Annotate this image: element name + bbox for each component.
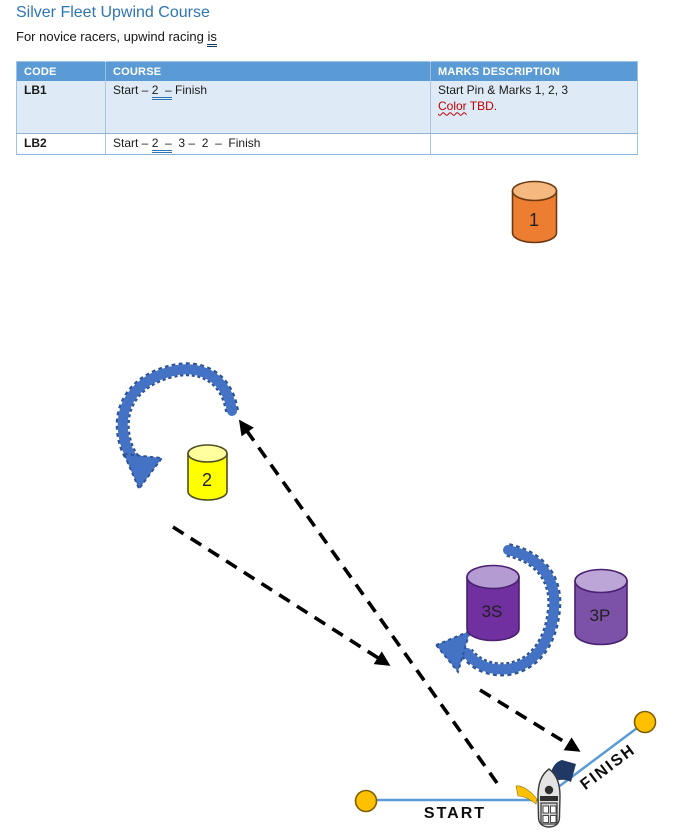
mark3s-rounding-arrow [434,543,562,677]
leg-start-to-mark2-arrow [238,419,499,785]
mark-3s-buoy: 3S [466,564,520,642]
mark-1-buoy: 1 [511,180,558,244]
boat-deck-detail [550,815,557,823]
mark3s-rounding-arrowhead [434,629,472,674]
leg-mark3-to-finish-arrow [479,688,581,752]
course-grammar-underlined: 2 – [151,136,172,153]
boat-deck-detail [540,796,558,801]
yellow-flag [515,785,538,805]
course-cell: Start – 2 – Finish [105,81,431,134]
boat-deck-detail [542,815,549,823]
leg-mark2-to-mark3-arrow [172,525,391,666]
course-text: Start – [113,136,152,150]
marks-line2: Color TBD. [438,99,497,113]
marks-red-text: TBD. [466,98,498,113]
code-cell: LB1 [16,81,106,134]
start-line-label: START [424,805,486,822]
course-cell: Start – 2 – 3 – 2 – Finish [105,133,431,155]
mark-3p-label: 3P [590,606,611,625]
intro-text-before: For novice racers, upwind racing [16,29,208,44]
mark-1-label: 1 [529,210,539,230]
marks-line1: Start Pin & Marks 1, 2, 3 [438,83,569,97]
course-table: CODE COURSE MARKS DESCRIPTION LB1 Start … [16,61,638,155]
boat-deck-detail [542,805,549,814]
table-header-row: CODE COURSE MARKS DESCRIPTION [16,61,638,81]
mark2-rounding-arrow [115,362,239,491]
course-text: Start – [113,83,152,97]
course-grammar-underlined: 2 – [151,83,172,100]
finish-pin-buoy [633,710,657,734]
start-pin-buoy [354,789,378,813]
code-cell: LB2 [16,133,106,155]
table-row-lb1: LB1 Start – 2 – Finish Start Pin & Marks… [16,81,638,134]
boat-deck-detail [544,785,554,795]
header-marks-description: MARKS DESCRIPTION [430,61,638,81]
marks-cell [430,133,638,155]
course-text: Finish [171,83,208,97]
committee-boat [515,760,576,828]
intro-grammar-underlined-word: is [207,29,217,47]
header-code: CODE [16,61,106,81]
table-row-lb2: LB2 Start – 2 – 3 – 2 – Finish [16,133,638,155]
mark-2-label: 2 [202,470,212,490]
spellcheck-word: Color [438,98,467,113]
course-text: 3 – 2 – Finish [171,136,261,150]
header-course: COURSE [105,61,431,81]
mark-3s-label: 3S [482,602,503,621]
mark-2-buoy: 2 [187,444,228,501]
course-leg-arrows [172,419,581,785]
mark2-rounding-arrowhead [122,452,164,491]
intro-text: For novice racers, upwind racing is [16,29,217,47]
boat-deck-detail [550,805,557,814]
marks-cell: Start Pin & Marks 1, 2, 3 Color TBD. [430,81,638,134]
mark-3p-buoy: 3P [574,568,628,646]
page-title: Silver Fleet Upwind Course [16,4,210,21]
